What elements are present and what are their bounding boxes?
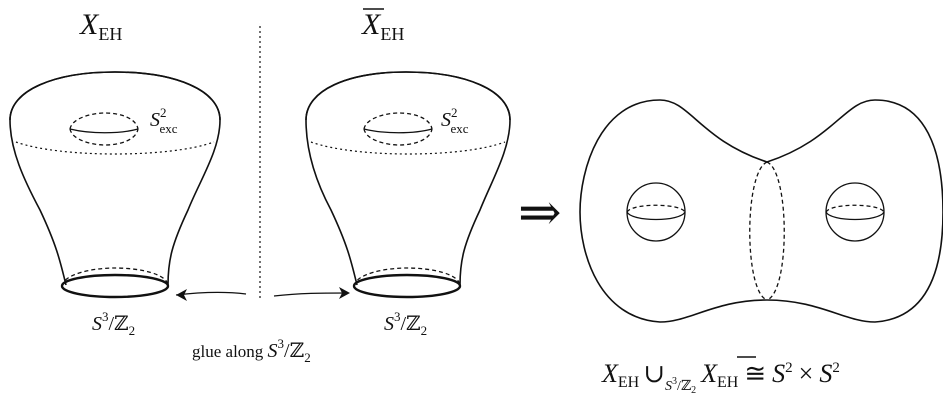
left-surface bbox=[9, 71, 221, 286]
result-surface bbox=[579, 99, 943, 323]
right-exc-back bbox=[363, 112, 433, 130]
result-left-sphere bbox=[626, 182, 686, 242]
result-left-equator-back bbox=[626, 204, 686, 213]
right-title: XEH bbox=[361, 8, 404, 44]
left-top-rim bbox=[9, 71, 221, 121]
right-top-rim bbox=[305, 71, 511, 121]
glue-arrows bbox=[175, 287, 350, 301]
result-right-equator-back bbox=[825, 204, 885, 213]
glue-label: glue along S3/ℤ2 bbox=[192, 336, 311, 365]
right-exc-mid bbox=[363, 128, 433, 134]
left-bottom-boundary bbox=[60, 273, 170, 299]
result-formula: XEH∪S3/ℤ2XEH≅S2×S2 bbox=[601, 359, 840, 396]
right-bottom-boundary bbox=[352, 273, 462, 299]
right-surface bbox=[305, 71, 511, 286]
left-exc-mid bbox=[69, 128, 139, 134]
left-title: XEH bbox=[79, 8, 122, 44]
right-boundary-label: S3/ℤ2 bbox=[384, 309, 427, 338]
result-right-sphere bbox=[825, 182, 885, 242]
left-dotted-ring bbox=[15, 141, 215, 155]
left-boundary-label: S3/ℤ2 bbox=[92, 309, 135, 338]
right-bottom-back bbox=[353, 267, 461, 287]
result-seam-front bbox=[749, 161, 768, 301]
right-exc-front bbox=[363, 128, 433, 146]
left-bottom-back bbox=[61, 267, 169, 287]
result-manifold bbox=[579, 99, 943, 323]
result-left-equator-front bbox=[626, 211, 686, 221]
left-exc-back bbox=[69, 112, 139, 130]
implies-arrow: ⇒ bbox=[518, 185, 562, 242]
result-seam-back bbox=[766, 161, 785, 301]
result-right-equator-front bbox=[825, 211, 885, 221]
left-exc-front bbox=[69, 128, 139, 146]
